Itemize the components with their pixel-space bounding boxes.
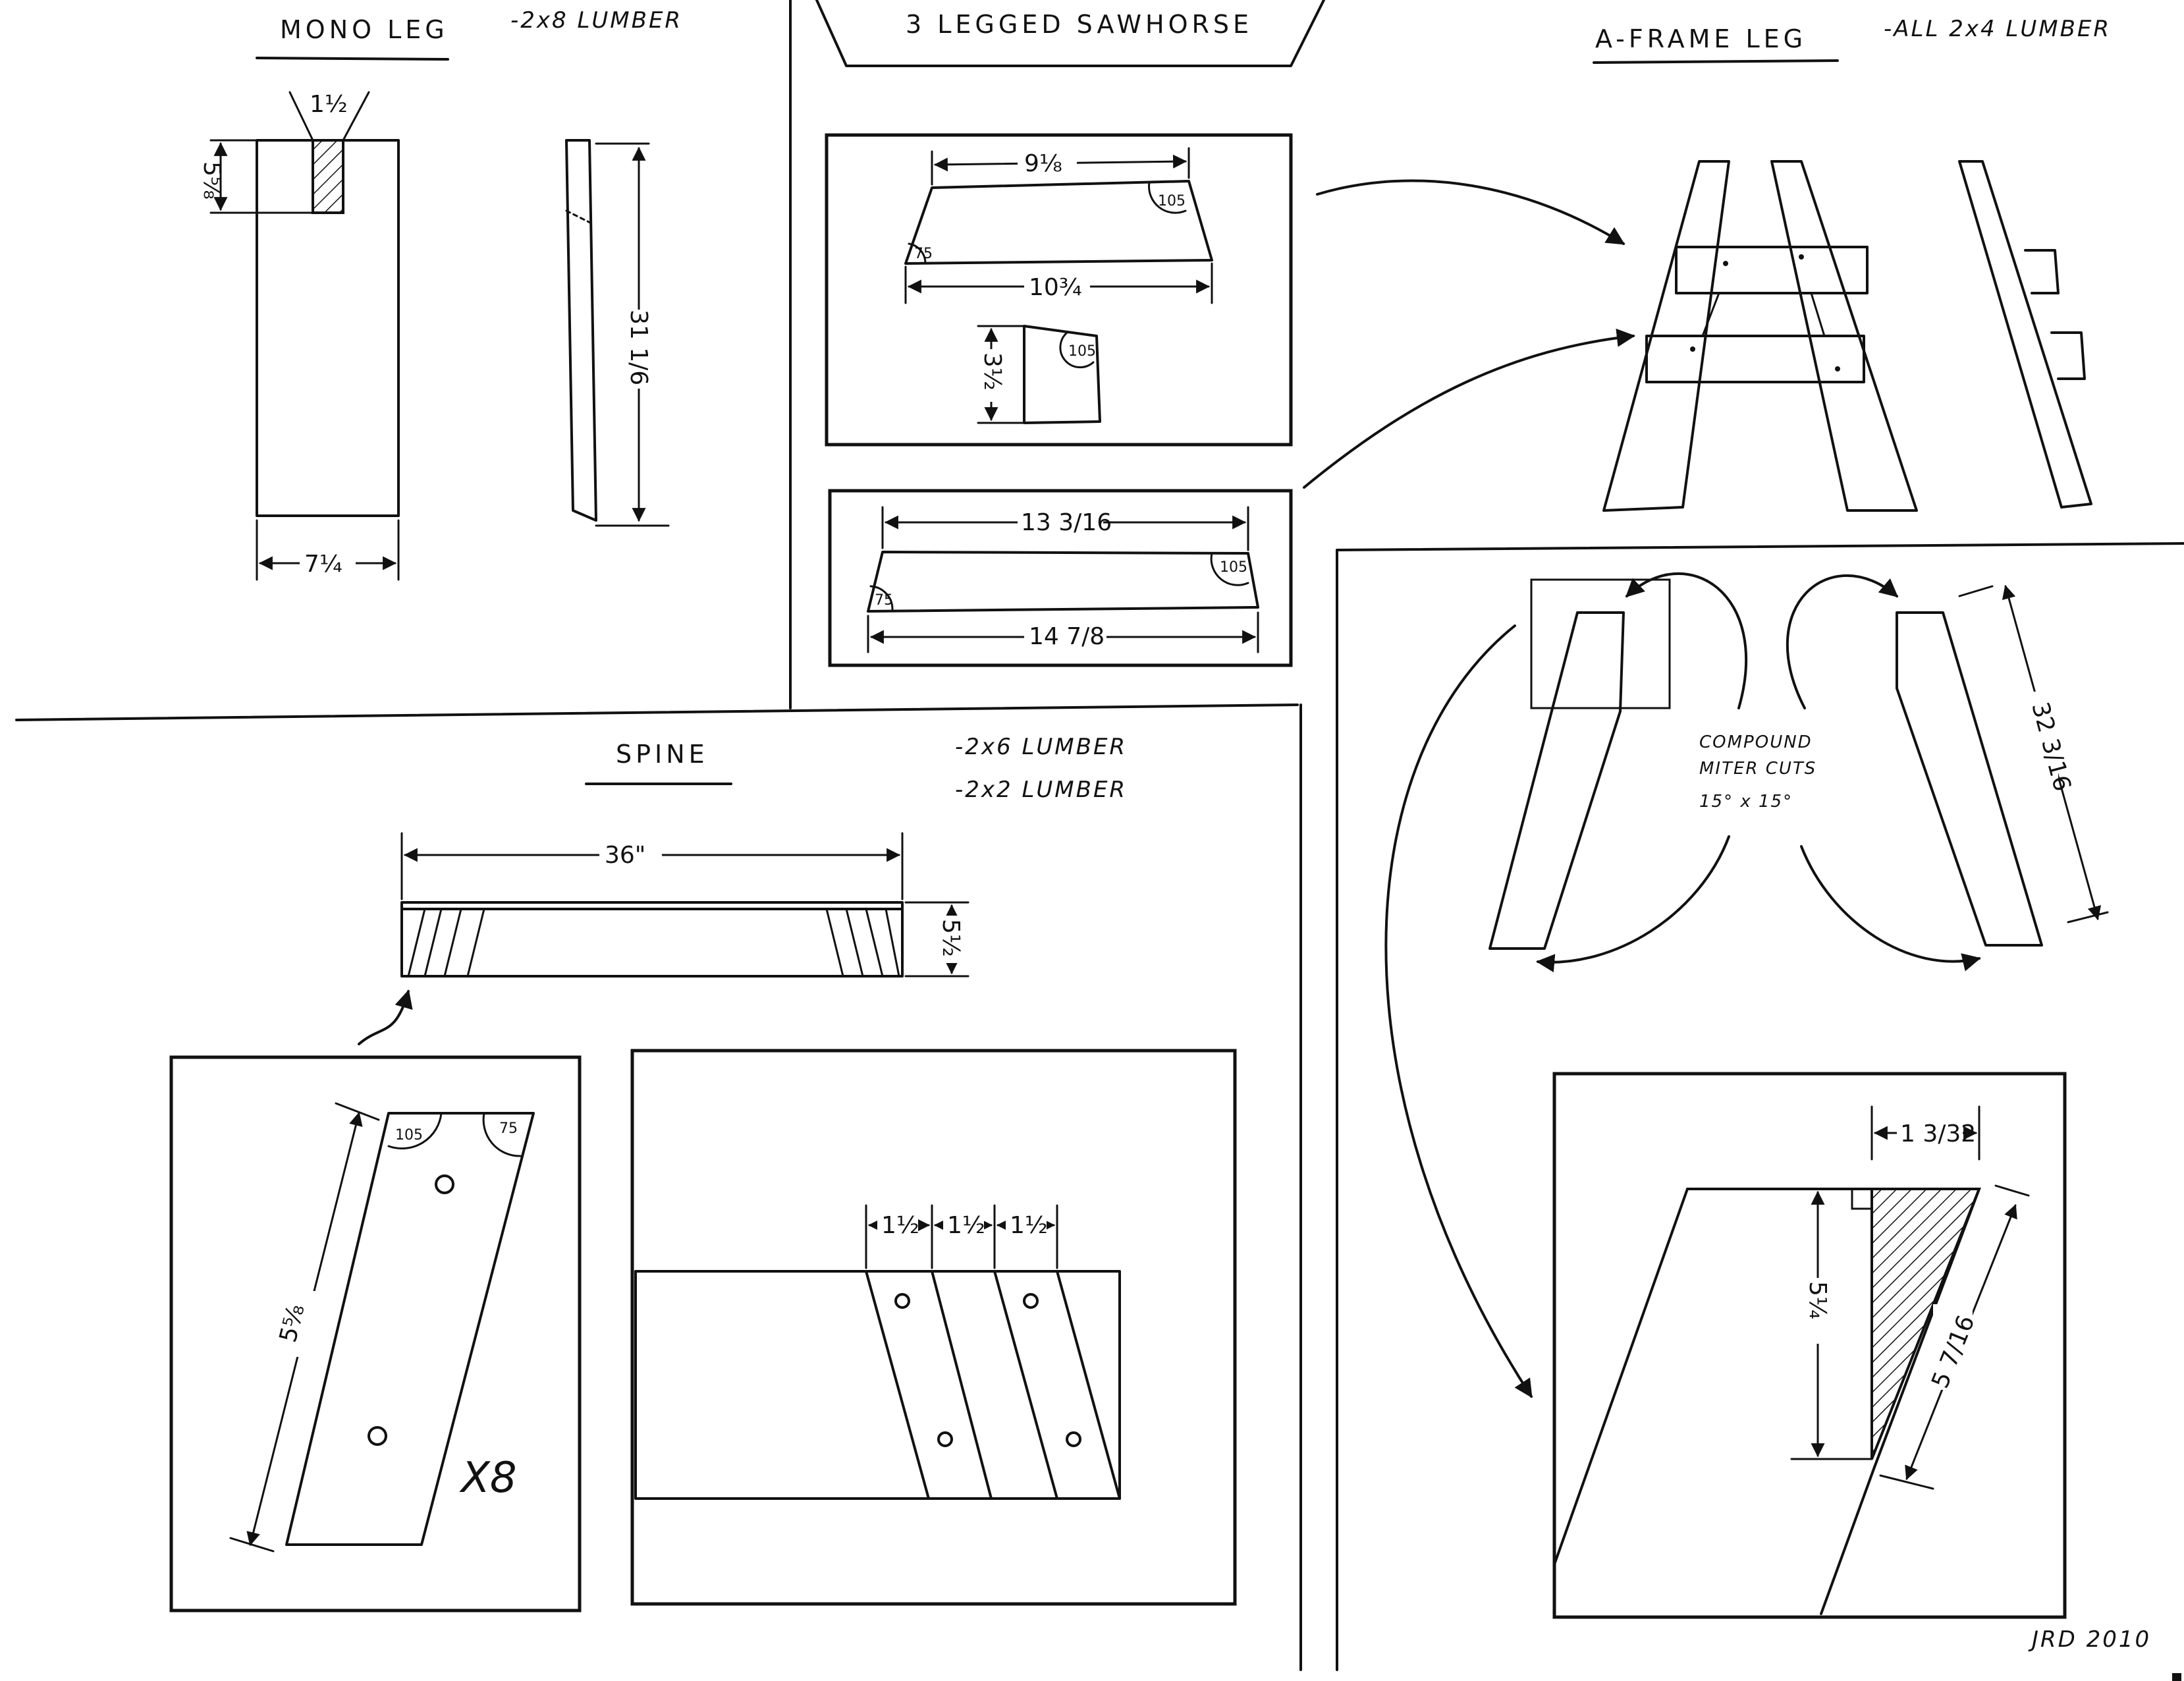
spacing-dim-3: 1½	[1010, 1212, 1048, 1239]
spine-spacing-box	[630, 1049, 1237, 1606]
compound-line-1: COMPOUND	[1699, 732, 1813, 752]
corner-mark	[2172, 1673, 2181, 1681]
sawhorse-section: 3 LEGGED SAWHORSE 75 105 9⅛ 10¾ 105 3½ 7…	[825, 10, 1635, 667]
a-frame-front-view	[1602, 160, 1918, 512]
mono-leg-title: MONO LEG	[280, 15, 449, 44]
spacing-dim-1: 1½	[881, 1212, 919, 1239]
piece-3-angle-75: 75	[875, 592, 893, 609]
sawhorse-piece-2	[1023, 325, 1101, 424]
sawhorse-box-2	[828, 489, 1293, 667]
mono-leg-slot	[312, 139, 344, 214]
spine-material-2: -2x2 LUMBER	[955, 777, 1127, 803]
spine-block-box	[169, 1055, 582, 1612]
sawhorse-piece-1	[904, 180, 1213, 265]
a-frame-side-view	[1958, 160, 2092, 509]
detail-highlight-box	[1530, 578, 1671, 709]
mono-leg-side-view	[565, 139, 597, 522]
piece-1-angle-75: 75	[914, 246, 933, 262]
mono-leg-slot-width-dim: 1½	[310, 91, 348, 118]
detail-top-dim: 1 3/32	[1900, 1120, 1976, 1147]
piece-1-bottom-dim: 10¾	[1029, 274, 1082, 301]
piece-1-angle-105: 105	[1158, 193, 1186, 209]
compound-line-3: 15° x 15°	[1699, 792, 1793, 812]
a-frame-title: A-FRAME LEG	[1595, 24, 1807, 53]
mono-leg-slot-depth-dim: 5⅝	[198, 161, 225, 200]
detail-height-dim: 5¼	[1804, 1281, 1831, 1319]
a-frame-leg-piece-right	[1896, 611, 2043, 947]
a-frame-detail-box	[1552, 1072, 2067, 1619]
spine-title: SPINE	[616, 740, 709, 769]
piece-2-height-dim: 3½	[979, 352, 1006, 391]
signature: JRD 2010	[2028, 1626, 2151, 1653]
block-angle-75: 75	[499, 1120, 518, 1137]
piece-3-top-dim: 13 3/16	[1021, 509, 1112, 536]
a-frame-section: A-FRAME LEG -ALL 2x4 LUMBER COMPOUND MI	[1384, 16, 2111, 1619]
block-angle-105: 105	[395, 1127, 423, 1144]
spine-height-dim: 5½	[937, 919, 964, 957]
mono-leg-material: -2x8 LUMBER	[510, 7, 682, 34]
spine-length-dim: 36"	[605, 842, 645, 869]
piece-3-bottom-dim: 14 7/8	[1029, 623, 1105, 650]
mono-leg-length-dim: 31 1/6	[625, 310, 652, 385]
spine-section: SPINE -2x6 LUMBER -2x2 LUMBER 36" 5½ 105…	[169, 734, 1237, 1612]
a-frame-leg-piece-left	[1488, 611, 1625, 950]
compound-line-2: MITER CUTS	[1699, 759, 1816, 779]
spine-material-1: -2x6 LUMBER	[955, 734, 1127, 760]
piece-1-top-dim: 9⅛	[1024, 150, 1062, 177]
section-dividers	[15, 0, 2184, 1671]
mono-leg-width-dim: 7¼	[304, 551, 342, 578]
a-frame-material: -ALL 2x4 LUMBER	[1884, 16, 2111, 42]
mono-leg-section: MONO LEG -2x8 LUMBER 1½ 5⅝ 7¼ 31 1/6	[198, 7, 682, 581]
spine-block-multiplier: X8	[459, 1454, 517, 1502]
spine-board	[400, 901, 904, 978]
piece-2-angle-105: 105	[1068, 343, 1096, 360]
sawhorse-title: 3 LEGGED SAWHORSE	[906, 10, 1253, 39]
spacing-dim-2: 1½	[947, 1212, 985, 1239]
sawhorse-box-1	[825, 133, 1293, 447]
sawhorse-piece-3	[867, 551, 1259, 613]
piece-3-angle-105: 105	[1220, 559, 1247, 576]
